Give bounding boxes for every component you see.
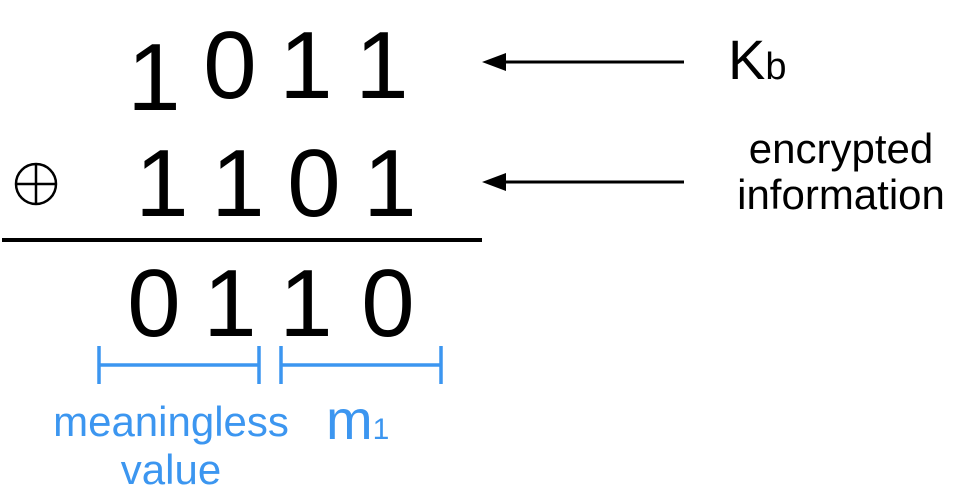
result-bit-1: 0 [127,250,181,357]
m1-label: m1 [326,392,389,448]
m1-bracket [279,346,443,384]
sum-rule [2,238,482,242]
arrow-left-icon [482,53,684,71]
result-bit-4: 0 [361,250,415,357]
key-label: Kb [728,32,787,88]
cipher-bit-2: 1 [211,130,265,237]
key-bit-1: 1 [127,24,181,131]
result-bit-2: 1 [203,250,257,357]
meaningless-label-line1: meaningless [53,398,289,445]
encrypted-info-label: encrypted information [718,126,964,218]
encrypted-label-line2: information [737,171,945,218]
encrypted-label-line1: encrypted [748,125,934,172]
m1-label-main: m [326,388,373,451]
arrow-left-icon [482,173,684,191]
key-bit-4: 1 [355,12,409,119]
xor-symbol-icon [14,162,58,206]
key-label-subscript: b [765,46,787,88]
key-bit-2: 0 [203,12,257,119]
key-bit-3: 1 [279,12,333,119]
cipher-bit-1: 1 [135,130,189,237]
m1-label-subscript: 1 [372,413,390,446]
meaningless-bracket [97,346,261,384]
cipher-bit-3: 0 [287,130,341,237]
cipher-bit-4: 1 [363,130,417,237]
meaningless-label-line2: value [120,446,222,493]
key-label-main: K [728,28,766,91]
meaningless-label: meaningless value [28,398,314,494]
result-bit-3: 1 [279,250,333,357]
